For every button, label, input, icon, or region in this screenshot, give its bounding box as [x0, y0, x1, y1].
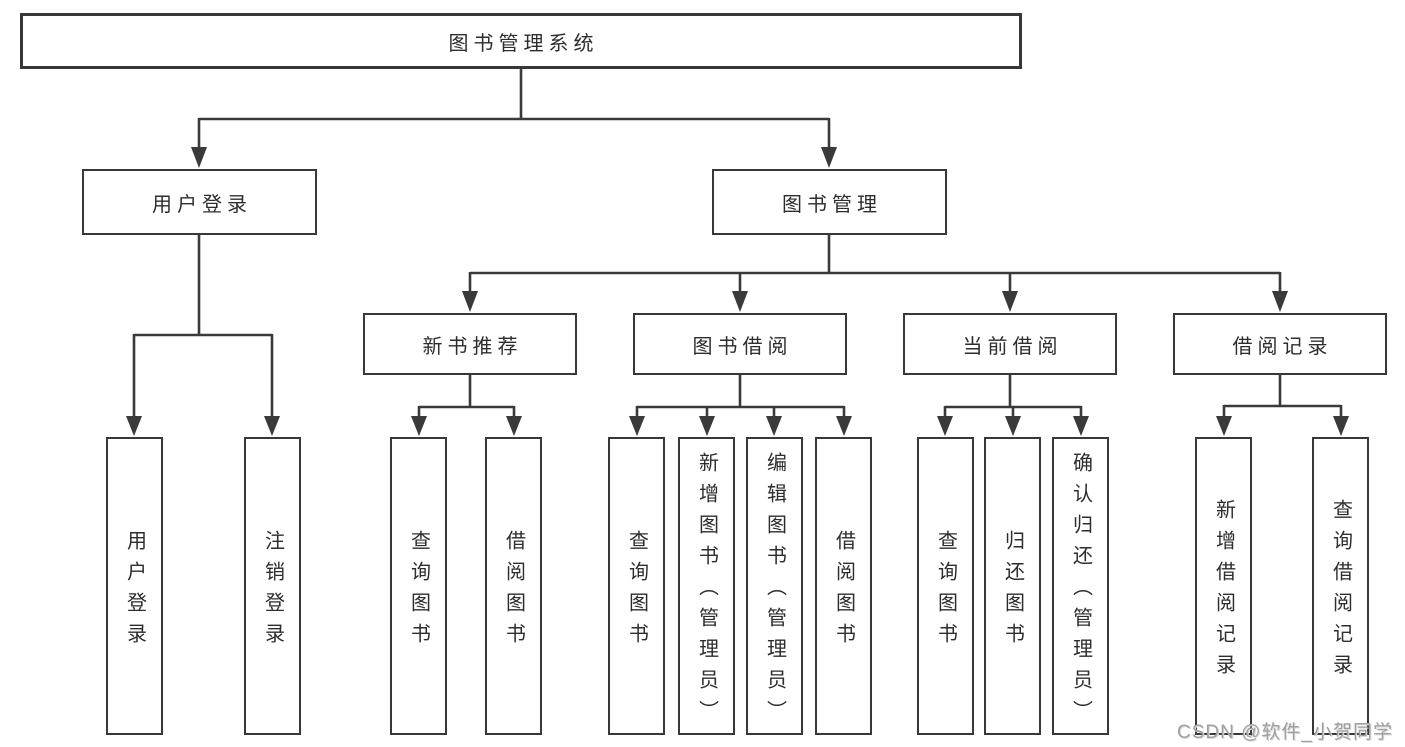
- node-borrowing-records: 借阅记录: [1173, 313, 1387, 375]
- leaf-current-query-books: 查询图书: [917, 437, 974, 735]
- node-user-login-branch-label: 用户登录: [152, 193, 252, 216]
- node-current-borrowing-label: 当前借阅: [962, 335, 1063, 358]
- leaf-recommend-borrow-books-label: 借阅图书: [502, 529, 525, 654]
- leaf-user-login: 用户登录: [106, 437, 163, 735]
- leaf-records-query-record: 查询借阅记录: [1312, 437, 1369, 735]
- node-book-borrowing-label: 图书借阅: [692, 335, 793, 358]
- leaf-borrowing-query-books-label: 查询图书: [625, 529, 648, 654]
- leaf-current-confirm-return-label: 确认归还（管理员）: [1069, 452, 1092, 731]
- leaf-logout-label: 注销登录: [261, 529, 284, 654]
- watermark: CSDN @软件_小贺同学: [1177, 722, 1393, 743]
- leaf-borrowing-borrow-books: 借阅图书: [815, 437, 872, 735]
- leaf-current-query-books-label: 查询图书: [934, 529, 957, 654]
- leaf-logout: 注销登录: [244, 437, 301, 735]
- node-book-management: 图书管理: [712, 169, 947, 235]
- node-new-book-recommend: 新书推荐: [363, 313, 577, 375]
- node-new-book-recommend-label: 新书推荐: [422, 335, 523, 358]
- leaf-borrowing-add-books: 新增图书（管理员）: [678, 437, 735, 735]
- leaf-current-return-books-label: 归还图书: [1001, 529, 1024, 654]
- node-root: 图书管理系统: [20, 13, 1022, 69]
- leaf-recommend-query-books: 查询图书: [390, 437, 447, 735]
- leaf-borrowing-borrow-books-label: 借阅图书: [832, 529, 855, 654]
- leaf-borrowing-edit-books: 编辑图书（管理员）: [746, 437, 803, 735]
- leaf-borrowing-query-books: 查询图书: [608, 437, 665, 735]
- leaf-recommend-borrow-books: 借阅图书: [485, 437, 542, 735]
- node-borrowing-records-label: 借阅记录: [1232, 335, 1333, 358]
- leaf-recommend-query-books-label: 查询图书: [407, 529, 430, 654]
- node-root-label: 图书管理系统: [448, 32, 599, 55]
- node-book-borrowing: 图书借阅: [633, 313, 847, 375]
- leaf-borrowing-edit-books-label: 编辑图书（管理员）: [763, 452, 786, 731]
- leaf-current-confirm-return: 确认归还（管理员）: [1052, 437, 1109, 735]
- leaf-records-add-record: 新增借阅记录: [1195, 437, 1252, 735]
- leaf-records-query-record-label: 查询借阅记录: [1329, 498, 1352, 685]
- leaf-current-return-books: 归还图书: [984, 437, 1041, 735]
- leaf-records-add-record-label: 新增借阅记录: [1212, 498, 1235, 685]
- leaf-user-login-label: 用户登录: [123, 529, 146, 654]
- node-user-login-branch: 用户登录: [82, 169, 317, 235]
- node-current-borrowing: 当前借阅: [903, 313, 1117, 375]
- node-book-management-label: 图书管理: [782, 193, 882, 216]
- leaf-borrowing-add-books-label: 新增图书（管理员）: [695, 452, 718, 731]
